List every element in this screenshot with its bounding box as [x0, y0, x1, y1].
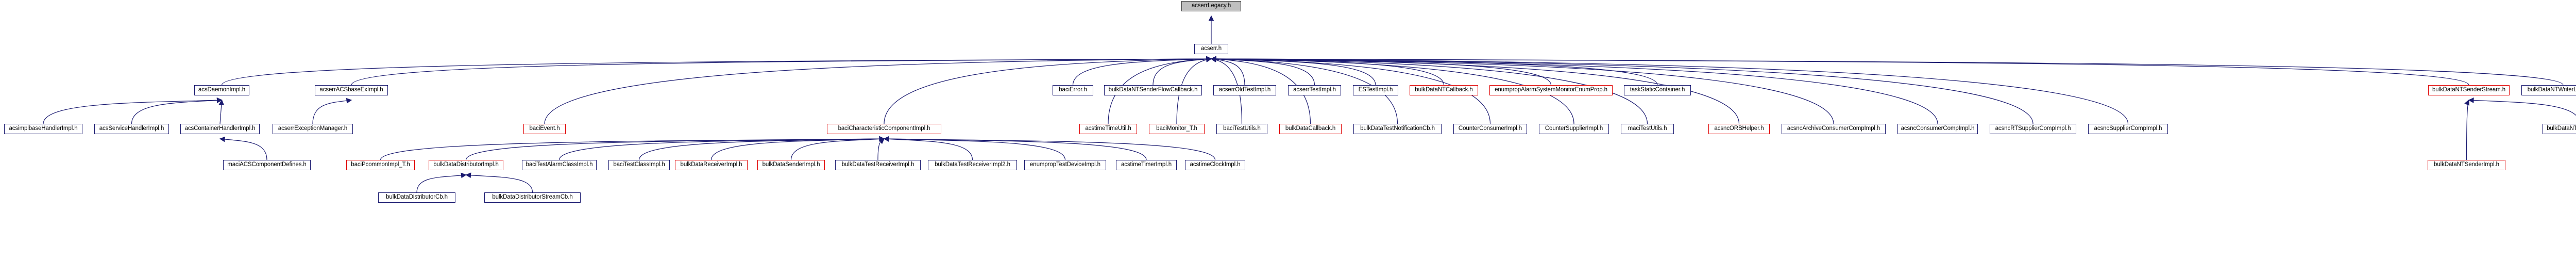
graph-edge — [558, 136, 885, 160]
graph-edge — [221, 56, 1212, 86]
graph-node[interactable]: bulkDataReceiverImpl.h — [675, 160, 748, 170]
graph-node[interactable]: baciTestAlarmClassImpl.h — [522, 160, 597, 170]
graph-node[interactable]: baciTestClassImpl.h — [608, 160, 670, 170]
graph-edge — [1210, 56, 1552, 86]
graph-node[interactable]: CounterConsumerImpl.h — [1453, 124, 1527, 134]
graph-node[interactable]: acsncConsumerCompImpl.h — [1897, 124, 1978, 134]
graph-node[interactable]: baciMonitor_T.h — [1149, 124, 1205, 134]
graph-node[interactable]: acserr.h — [1194, 44, 1228, 54]
graph-edge — [380, 136, 885, 160]
graph-node[interactable]: acstimeTimeUtil.h — [1079, 124, 1137, 134]
graph-node[interactable]: baciCharacteristicComponentImpl.h — [827, 124, 941, 134]
graph-node[interactable]: bulkDataCallback.h — [1279, 124, 1342, 134]
graph-node[interactable]: acsContainerHandlerImpl.h — [180, 124, 260, 134]
graph-node[interactable]: bulkDataDistributorCb.h — [378, 192, 455, 203]
graph-node[interactable]: acsServiceHandlerImpl.h — [94, 124, 169, 134]
graph-edge — [219, 136, 267, 160]
graph-node[interactable]: baciPcommonImpl_T.h — [346, 160, 415, 170]
graph-edge — [883, 136, 1147, 160]
graph-node[interactable]: CounterSupplierImpl.h — [1539, 124, 1609, 134]
graph-node[interactable]: enumpropTestDeviceImpl.h — [1024, 160, 1106, 170]
graph-node[interactable]: acsncArchiveConsumerCompImpl.h — [1782, 124, 1886, 134]
graph-node[interactable]: baciError.h — [1053, 85, 1093, 95]
graph-edge — [1210, 57, 1245, 86]
graph-node[interactable]: bulkDataTestReceiverImpl.h — [835, 160, 921, 170]
graph-node[interactable]: maciTestUtils.h — [1621, 124, 1674, 134]
graph-node[interactable]: bulkDataNTWriterListener.h — [2521, 85, 2576, 95]
graph-edge — [883, 136, 1066, 160]
graph-edge — [416, 172, 467, 193]
graph-node[interactable]: ESTestImpl.h — [1353, 85, 1398, 95]
graph-node[interactable]: baciTestUtils.h — [1216, 124, 1267, 134]
graph-edge — [218, 99, 225, 124]
graph-edge — [465, 136, 885, 160]
graph-edge — [131, 98, 223, 124]
graph-node[interactable]: bulkDataTestNotificationCb.h — [1353, 124, 1442, 134]
graph-node[interactable]: bulkDataNTCallback.h — [1410, 85, 1478, 95]
graph-edge — [312, 98, 352, 124]
graph-edge — [883, 136, 973, 160]
graph-node[interactable]: acserrOldTestImpl.h — [1213, 85, 1276, 95]
graph-node[interactable]: acserrACSbaseExImpl.h — [315, 85, 388, 95]
graph-node[interactable]: taskStaticContainer.h — [1624, 85, 1691, 95]
graph-node[interactable]: bulkDataDistributorImpl.h — [429, 160, 503, 170]
graph-node[interactable]: bulkDataNTSenderImpl.h — [2428, 160, 2505, 170]
graph-edge — [351, 56, 1212, 86]
graph-edge — [1153, 56, 1212, 86]
graph-node[interactable]: acserrLegacy.h — [1181, 1, 1241, 11]
graph-node[interactable]: bulkDataSenderImpl.h — [757, 160, 825, 170]
graph-node[interactable]: bulkDataDistributorStreamCb.h — [484, 192, 581, 203]
graph-node[interactable]: bulkDataNTSenderStream.h — [2428, 85, 2510, 95]
graph-node[interactable]: maciACSComponentDefines.h — [223, 160, 311, 170]
graph-edge — [2468, 98, 2576, 116]
graph-node[interactable]: acsncRTSupplierCompImpl.h — [1990, 124, 2076, 134]
graph-node[interactable]: enumpropAlarmSystemMonitorEnumProp.h — [1489, 85, 1613, 95]
graph-edge — [883, 136, 1216, 160]
graph-node[interactable]: acserrTestImpl.h — [1288, 85, 1341, 95]
graph-node[interactable]: acsDaemonImpl.h — [194, 85, 249, 95]
graph-node[interactable]: bulkDataTestReceiverImpl2.h — [928, 160, 1017, 170]
graph-edge — [1210, 56, 1445, 86]
graph-edge — [1210, 56, 1658, 86]
graph-edge — [43, 97, 223, 124]
graph-edge — [1210, 56, 2469, 86]
graph-edge — [465, 172, 533, 193]
graph-node[interactable]: acstimeTimerImpl.h — [1116, 160, 1177, 170]
graph-node[interactable]: bulkDataNTSenderFlow.h — [2543, 124, 2576, 134]
graph-node[interactable]: acsncSupplierCompImpl.h — [2088, 124, 2168, 134]
graph-node[interactable]: acstimeClockImpl.h — [1185, 160, 1245, 170]
graph-edge — [1072, 56, 1212, 86]
graph-node[interactable]: acserrExceptionManager.h — [273, 124, 353, 134]
graph-edge — [710, 136, 885, 160]
graph-edge — [1210, 56, 1315, 86]
graph-edge — [638, 136, 885, 160]
graph-node[interactable]: acsncORBHelper.h — [1708, 124, 1770, 134]
graph-edge — [790, 136, 885, 160]
graph-edge — [2464, 99, 2469, 160]
graph-edge — [1210, 56, 2564, 86]
graph-node[interactable]: acsimplbaseHandlerImpl.h — [4, 124, 82, 134]
graph-edge — [877, 138, 885, 160]
graph-edge — [1210, 56, 1376, 86]
graph-node[interactable]: baciEvent.h — [523, 124, 566, 134]
graph-node[interactable]: bulkDataNTSenderFlowCallback.h — [1104, 85, 1202, 95]
